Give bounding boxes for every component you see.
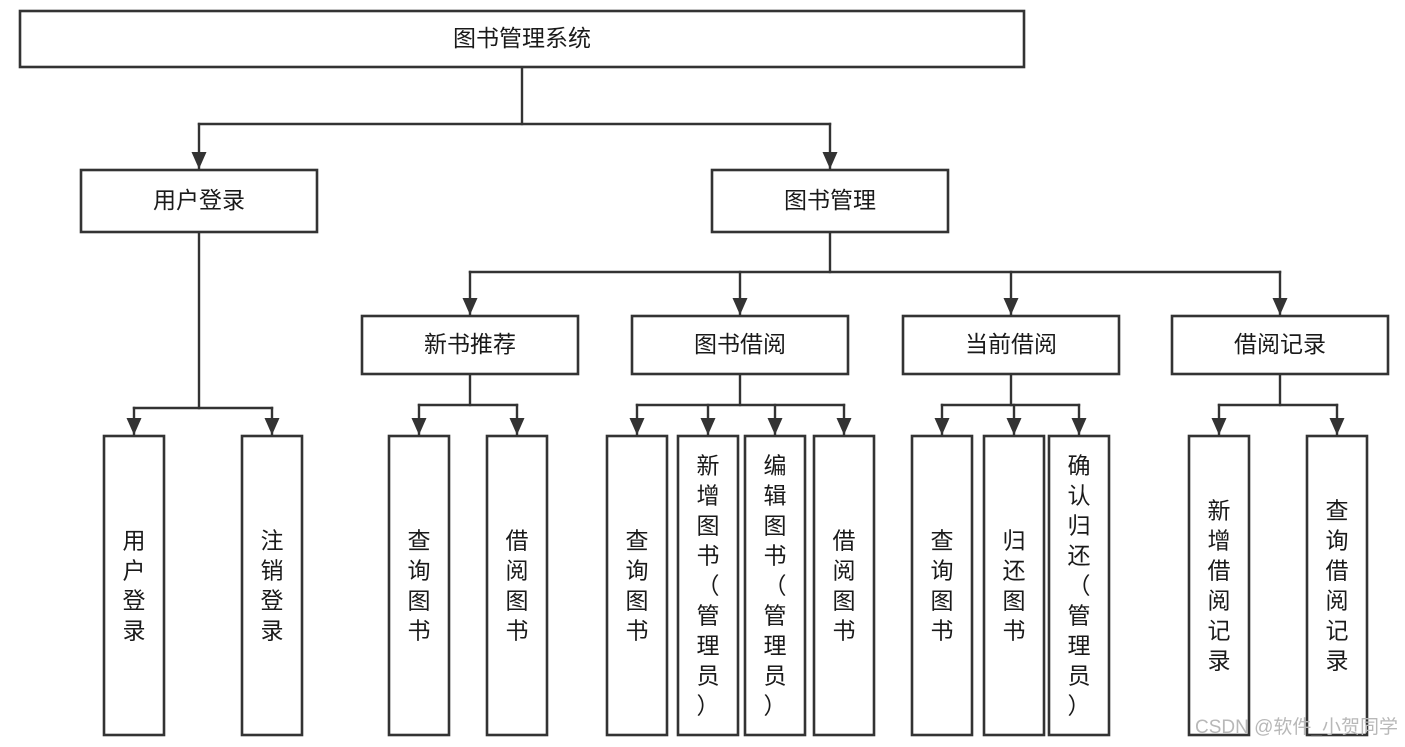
node-label-borrow-record: 借阅记录 — [1234, 331, 1326, 357]
arrow-head-icon — [411, 418, 427, 435]
node-box-user-login — [79, 168, 319, 234]
node-label-leaf-add-borrow-record: 新增借阅记录 — [1208, 498, 1231, 674]
node-label-leaf-query-borrow-record: 查询借阅记录 — [1326, 498, 1349, 674]
node-leaf-borrow-book-recommend[interactable]: 借阅图书 — [485, 434, 549, 737]
node-new-book-recommend[interactable]: 新书推荐 — [360, 314, 580, 376]
arrow-head-icon — [462, 298, 478, 315]
node-leaf-query-book-borrow[interactable]: 查询图书 — [605, 434, 669, 737]
node-leaf-borrow-book[interactable]: 借阅图书 — [812, 434, 876, 737]
arrow-head-icon — [732, 298, 748, 315]
node-leaf-query-book-current[interactable]: 查询图书 — [910, 434, 974, 737]
node-label-leaf-query-book-borrow: 查询图书 — [626, 528, 649, 644]
node-box-leaf-add-borrow-record — [1187, 434, 1251, 737]
node-box-borrow-record — [1170, 314, 1390, 376]
node-label-leaf-borrow-book: 借阅图书 — [833, 528, 856, 644]
arrow-head-icon — [1071, 418, 1087, 435]
arrow-head-icon — [836, 418, 852, 435]
arrow-head-icon — [191, 152, 207, 169]
node-label-new-book-recommend: 新书推荐 — [424, 331, 516, 357]
node-label-leaf-logout: 注销登录 — [261, 528, 284, 644]
node-leaf-add-borrow-record[interactable]: 新增借阅记录 — [1187, 434, 1251, 737]
node-box-leaf-logout — [240, 434, 304, 737]
node-box-leaf-return-book — [982, 434, 1046, 737]
node-box-current-borrow — [901, 314, 1121, 376]
node-label-leaf-query-book-current: 查询图书 — [931, 528, 954, 644]
node-label-leaf-confirm-return: 确认归还（管理员） — [1068, 453, 1091, 719]
node-leaf-return-book[interactable]: 归还图书 — [982, 434, 1046, 737]
node-box-leaf-query-book-borrow — [605, 434, 669, 737]
arrow-head-icon — [126, 418, 142, 435]
node-label-current-borrow: 当前借阅 — [965, 331, 1057, 357]
node-user-login[interactable]: 用户登录 — [79, 168, 319, 234]
node-leaf-query-book-recommend[interactable]: 查询图书 — [387, 434, 451, 737]
node-leaf-user-login[interactable]: 用户登录 — [102, 434, 166, 737]
nodes-layer: 图书管理系统用户登录图书管理新书推荐图书借阅当前借阅借阅记录用户登录注销登录查询… — [18, 9, 1390, 737]
node-box-book-manage — [710, 168, 950, 234]
arrow-head-icon — [767, 418, 783, 435]
node-label-leaf-return-book: 归还图书 — [1003, 528, 1026, 644]
arrow-head-icon — [264, 418, 280, 435]
arrow-head-icon — [1211, 418, 1227, 435]
arrow-head-icon — [822, 152, 838, 169]
node-leaf-add-book[interactable]: 新增图书（管理员） — [676, 434, 740, 737]
node-box-leaf-user-login — [102, 434, 166, 737]
node-label-book-borrow: 图书借阅 — [694, 331, 786, 357]
node-book-manage[interactable]: 图书管理 — [710, 168, 950, 234]
node-box-root — [18, 9, 1026, 69]
node-label-leaf-add-book: 新增图书（管理员） — [697, 453, 720, 719]
node-leaf-edit-book[interactable]: 编辑图书（管理员） — [743, 434, 807, 737]
node-current-borrow[interactable]: 当前借阅 — [901, 314, 1121, 376]
node-box-leaf-confirm-return — [1047, 434, 1111, 737]
node-root[interactable]: 图书管理系统 — [18, 9, 1026, 69]
node-label-leaf-edit-book: 编辑图书（管理员） — [764, 453, 787, 719]
node-borrow-record[interactable]: 借阅记录 — [1170, 314, 1390, 376]
node-label-user-login: 用户登录 — [153, 187, 245, 213]
node-leaf-confirm-return[interactable]: 确认归还（管理员） — [1047, 434, 1111, 737]
node-leaf-logout[interactable]: 注销登录 — [240, 434, 304, 737]
arrow-head-icon — [934, 418, 950, 435]
node-box-leaf-query-book-current — [910, 434, 974, 737]
connectors-layer — [126, 65, 1345, 437]
node-label-leaf-borrow-book-recommend: 借阅图书 — [506, 528, 529, 644]
node-box-leaf-query-borrow-record — [1305, 434, 1369, 737]
node-box-leaf-borrow-book-recommend — [485, 434, 549, 737]
node-label-book-manage: 图书管理 — [784, 187, 876, 213]
node-box-book-borrow — [630, 314, 850, 376]
arrow-head-icon — [1006, 418, 1022, 435]
node-box-new-book-recommend — [360, 314, 580, 376]
csdn-watermark: CSDN @软件_小贺同学 — [1195, 716, 1398, 738]
node-box-leaf-add-book — [676, 434, 740, 737]
arrow-head-icon — [629, 418, 645, 435]
arrow-head-icon — [509, 418, 525, 435]
node-label-leaf-query-book-recommend: 查询图书 — [408, 528, 431, 644]
node-label-leaf-user-login: 用户登录 — [123, 528, 146, 644]
node-leaf-query-borrow-record[interactable]: 查询借阅记录 — [1305, 434, 1369, 737]
node-box-leaf-edit-book — [743, 434, 807, 737]
arrow-head-icon — [700, 418, 716, 435]
arrow-head-icon — [1272, 298, 1288, 315]
node-box-leaf-borrow-book — [812, 434, 876, 737]
node-box-leaf-query-book-recommend — [387, 434, 451, 737]
arrow-head-icon — [1329, 418, 1345, 435]
arrow-head-icon — [1003, 298, 1019, 315]
node-label-root: 图书管理系统 — [453, 25, 591, 51]
node-book-borrow[interactable]: 图书借阅 — [630, 314, 850, 376]
